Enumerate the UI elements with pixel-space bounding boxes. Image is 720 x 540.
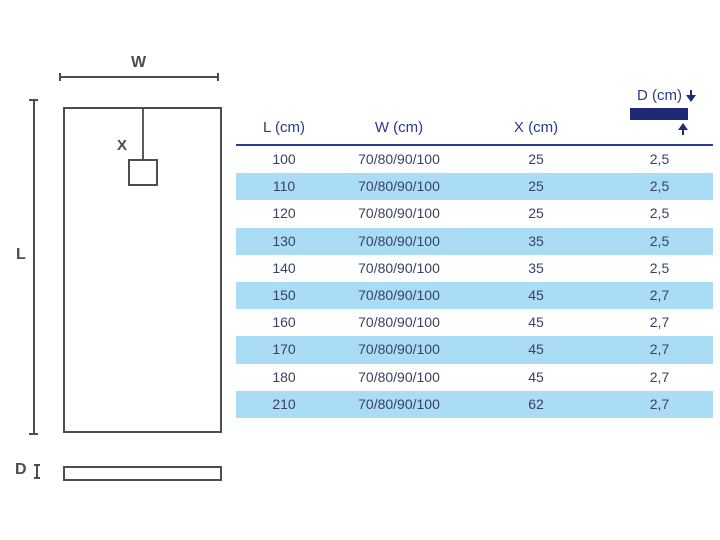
table-row: 100 70/80/90/100 25 2,5 xyxy=(272,151,670,167)
table-row: 120 70/80/90/100 25 2,5 xyxy=(272,205,670,222)
arrow-up-icon xyxy=(678,123,688,135)
table-row: 110 70/80/90/100 25 2,5 xyxy=(236,173,713,201)
table-row: 150 70/80/90/100 45 2,7 xyxy=(236,281,713,310)
drain-offset-line xyxy=(142,109,144,171)
arrow-down-icon xyxy=(686,89,696,102)
table-body: 100 70/80/90/100 25 2,5 110 70/80/90/100… xyxy=(236,146,713,418)
column-header-depth-block: D (cm) xyxy=(630,87,696,135)
tray-side-view xyxy=(63,466,222,481)
dimensions-table: L (cm) W (cm) X (cm) D (cm) 100 70/80/90… xyxy=(236,85,713,420)
table-row: 130 70/80/90/100 35 2,5 xyxy=(236,227,713,255)
table-row: 210 70/80/90/100 62 2,7 xyxy=(236,390,713,418)
table-row: 180 70/80/90/100 45 2,7 xyxy=(272,368,670,385)
column-header-depth: D (cm) xyxy=(637,87,682,104)
depth-dimension-tick xyxy=(33,464,41,479)
width-dimension-label: W xyxy=(131,54,147,71)
tray-top-view-diagram: W X L D xyxy=(0,0,230,540)
drain-square xyxy=(128,159,158,186)
depth-dimension-label: D xyxy=(15,461,27,478)
table-header-row: L (cm) W (cm) X (cm) xyxy=(236,116,713,140)
drain-offset-label: X xyxy=(117,137,128,154)
column-header-length: L (cm) xyxy=(263,119,305,136)
depth-bar-icon xyxy=(630,108,688,120)
table-row: 160 70/80/90/100 45 2,7 xyxy=(272,314,670,331)
length-dimension-label: L xyxy=(16,246,26,263)
column-header-drain-offset: X (cm) xyxy=(513,119,559,136)
width-dimension-line xyxy=(59,73,219,81)
length-dimension-line xyxy=(29,99,38,435)
table-row: 170 70/80/90/100 45 2,7 xyxy=(236,336,713,364)
header-divider xyxy=(236,144,713,146)
table-row: 140 70/80/90/100 35 2,5 xyxy=(272,259,670,276)
column-header-width: W (cm) xyxy=(374,119,424,136)
